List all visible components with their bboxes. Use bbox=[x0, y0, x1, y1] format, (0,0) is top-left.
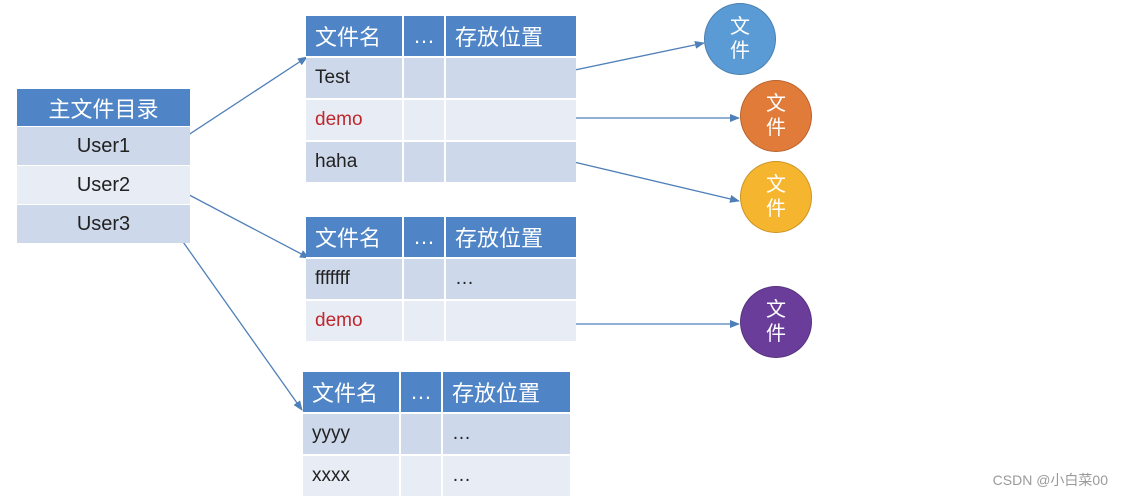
arrow-test-to-file1 bbox=[550, 40, 705, 76]
file-name-cell: fffffff bbox=[306, 259, 402, 299]
header-filename: 文件名 bbox=[306, 217, 402, 257]
file-node-1: 文 件 bbox=[704, 3, 776, 75]
main-directory-title: 主文件目录 bbox=[17, 89, 190, 126]
file-name-cell: Test bbox=[306, 58, 402, 98]
file-node-label-line1: 文 bbox=[766, 299, 786, 321]
location-cell bbox=[446, 100, 576, 140]
watermark: CSDN @小白菜00 bbox=[992, 472, 1108, 488]
location-cell: … bbox=[446, 259, 576, 299]
main-directory-user2: User2 bbox=[17, 166, 190, 204]
main-directory: 主文件目录 User1 User2 User3 bbox=[17, 89, 190, 244]
location-cell bbox=[446, 301, 576, 341]
header-location: 存放位置 bbox=[443, 372, 570, 412]
header-ellipsis: … bbox=[401, 372, 441, 412]
file-name-cell: haha bbox=[306, 142, 402, 182]
header-location: 存放位置 bbox=[446, 217, 576, 257]
file-node-label-line2: 件 bbox=[766, 198, 786, 220]
header-filename: 文件名 bbox=[303, 372, 399, 412]
file-name-cell: demo bbox=[306, 301, 402, 341]
arrow-haha-to-file3 bbox=[556, 157, 740, 203]
location-cell: … bbox=[443, 414, 570, 454]
file-name-cell: demo bbox=[306, 100, 402, 140]
arrow-user1-to-dir1 bbox=[175, 56, 308, 144]
file-node-label-line1: 文 bbox=[730, 16, 750, 38]
header-filename: 文件名 bbox=[306, 16, 402, 56]
file-node-label-line2: 件 bbox=[766, 323, 786, 345]
file-node-label-line2: 件 bbox=[766, 117, 786, 139]
arrow-user3-to-dir3 bbox=[175, 231, 303, 411]
arrow-user2-to-dir2 bbox=[175, 187, 310, 259]
location-cell bbox=[446, 142, 576, 182]
ellipsis-cell bbox=[404, 259, 444, 299]
ellipsis-cell bbox=[404, 58, 444, 98]
file-name-cell: yyyy bbox=[303, 414, 399, 454]
header-ellipsis: … bbox=[404, 16, 444, 56]
header-ellipsis: … bbox=[404, 217, 444, 257]
location-cell bbox=[446, 58, 576, 98]
ellipsis-cell bbox=[404, 100, 444, 140]
user-directory-1: 文件名 … 存放位置 Test demo haha bbox=[306, 16, 576, 182]
location-cell: … bbox=[443, 456, 570, 496]
user-directory-2: 文件名 … 存放位置 fffffff … demo bbox=[306, 217, 576, 341]
file-node-3: 文 件 bbox=[740, 161, 812, 233]
file-node-label-line1: 文 bbox=[766, 174, 786, 196]
file-node-label-line2: 件 bbox=[730, 40, 750, 62]
header-location: 存放位置 bbox=[446, 16, 576, 56]
file-node-4: 文 件 bbox=[740, 286, 812, 358]
file-node-label-line1: 文 bbox=[766, 93, 786, 115]
file-name-cell: xxxx bbox=[303, 456, 399, 496]
file-node-2: 文 件 bbox=[740, 80, 812, 152]
ellipsis-cell bbox=[404, 142, 444, 182]
ellipsis-cell bbox=[404, 301, 444, 341]
ellipsis-cell bbox=[401, 456, 441, 496]
main-directory-user1: User1 bbox=[17, 127, 190, 165]
user-directory-3: 文件名 … 存放位置 yyyy … xxxx … bbox=[303, 372, 570, 496]
ellipsis-cell bbox=[401, 414, 441, 454]
main-directory-user3: User3 bbox=[17, 205, 190, 243]
